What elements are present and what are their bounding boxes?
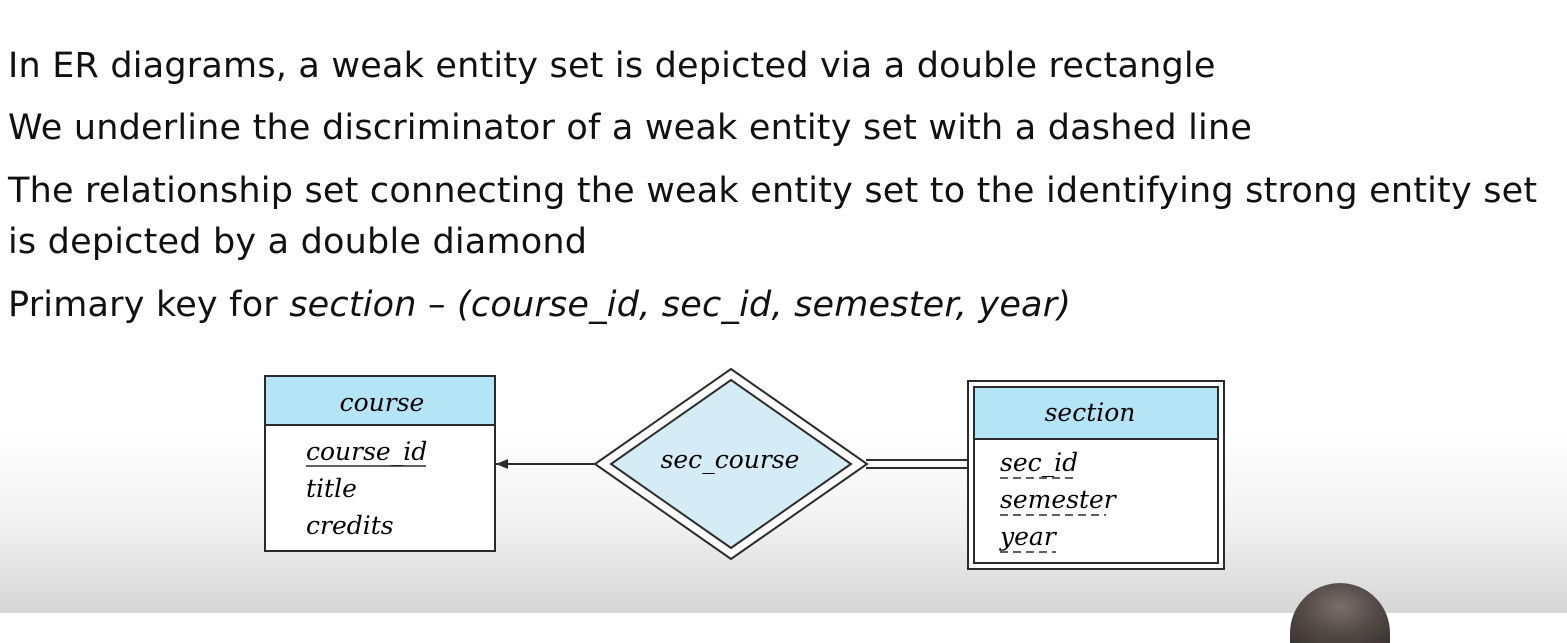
course-attribute-title: title (306, 474, 357, 503)
section-attribute-sec-id: sec_id (1000, 448, 1078, 477)
course-attribute-course-id: course_id (306, 437, 427, 466)
sec-course-relationship: sec_course (593, 367, 869, 561)
bullet-2-text: We underline the discriminator of a weak… (8, 108, 1253, 148)
primary-key-entity: section (289, 285, 417, 325)
section-attribute-year: year (999, 522, 1058, 551)
course-entity-name: course (340, 388, 425, 417)
relationship-inner-diamond (609, 378, 853, 550)
primary-key-prefix: Primary key for (8, 285, 290, 325)
total-participation-double-line (866, 459, 968, 469)
primary-key-dash: – (416, 285, 458, 325)
bullet-4-text: Primary key for section – (course_id, se… (8, 285, 1071, 325)
section-weak-entity: section sec_id semester year (967, 380, 1225, 570)
primary-key-attributes: (course_id, sec_id, semester, year) (457, 285, 1072, 325)
section-entity-header (975, 388, 1217, 439)
section-attribute-semester: semester (1000, 485, 1118, 514)
course-entity: course course_id title credits (264, 375, 496, 552)
bullet-1-text: In ER diagrams, a weak entity set is dep… (8, 46, 1216, 86)
relationship-name: sec_course (661, 445, 800, 474)
course-entity-header (266, 377, 494, 425)
course-attribute-credits: credits (306, 511, 394, 540)
section-entity-name: section (1045, 398, 1136, 427)
bullet-3-text: The relationship set connecting the weak… (8, 171, 1538, 211)
er-diagram: course course_id title credits sec_cours… (264, 367, 1225, 570)
bullet-3-continuation: is depicted by a double diamond (8, 222, 588, 262)
